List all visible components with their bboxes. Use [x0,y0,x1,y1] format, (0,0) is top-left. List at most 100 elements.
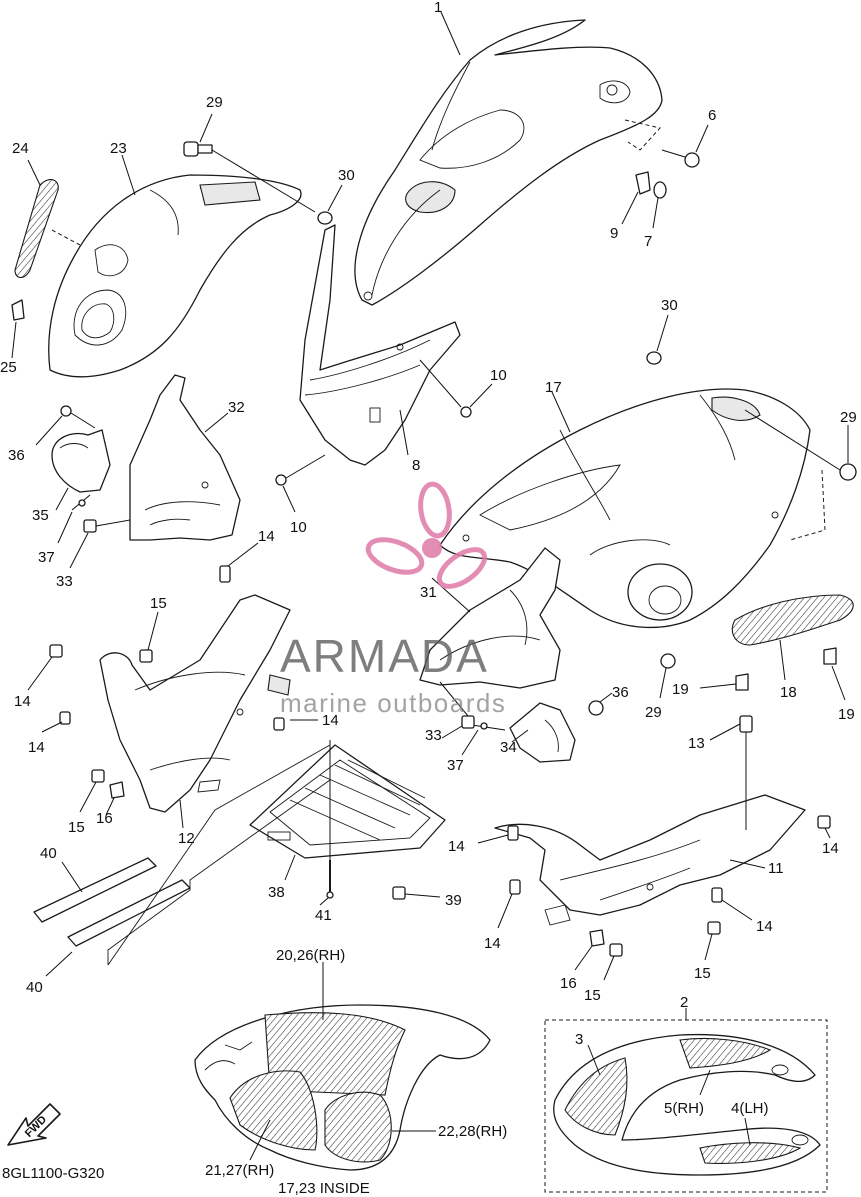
inside-note: 17,23 INSIDE [278,1180,370,1197]
label-33-left: 33 [56,573,73,590]
label-14-a: 14 [258,528,275,545]
part-12-left-lower-panel [99,594,291,813]
label-15-b: 15 [68,819,85,836]
label-11: 11 [768,860,784,877]
label-36-left: 36 [8,447,25,464]
label-19-b: 19 [838,706,855,723]
label-5-rh: 5(RH) [664,1100,704,1117]
label-8: 8 [412,457,420,474]
label-14-h: 14 [756,918,773,935]
part-15-bolt-a [139,649,153,663]
part-29-bolt-mid [660,653,676,669]
part-19-clip-b [823,647,837,665]
label-36-right: 36 [612,684,629,701]
part-17-hull-body [439,388,826,628]
label-29-mid: 29 [645,704,662,721]
part-9-clip [635,171,651,195]
label-38: 38 [268,884,285,901]
label-24: 24 [12,140,29,157]
label-40-top: 40 [40,845,57,862]
label-16-a: 16 [96,810,113,827]
part-33-bolt-right [439,681,475,729]
label-21-27: 21,27(RH) [205,1162,274,1179]
label-14-c: 14 [28,739,45,756]
part-14-screw-f [507,825,519,841]
part-30-washer-right [646,351,662,365]
label-33-right: 33 [425,727,442,744]
part-19-clip-a [735,673,749,691]
label-14-g: 14 [484,935,501,952]
part-33-bolt-left [83,519,131,533]
label-15-c: 15 [694,965,711,982]
part-31-duct-bracket [419,547,561,689]
part-36-bolt-left [60,405,96,429]
label-3: 3 [575,1031,583,1048]
label-19-a: 19 [672,681,689,698]
part-36-bolt-right [588,700,604,716]
label-39: 39 [445,892,462,909]
insulation-assembly [194,1004,491,1171]
label-20-26: 20,26(RH) [276,947,345,964]
part-14-screw-g [509,879,521,895]
label-30-top: 30 [338,167,355,184]
part-11-right-lower-panel [494,794,806,926]
part-41-pin [326,860,334,899]
part-6-nut [661,149,700,168]
part-8-front-bracket [299,224,461,466]
label-34: 34 [500,739,517,756]
part-14-screw-b [49,644,63,658]
part-29-bolt-top [183,141,316,213]
part-14-screw-a [219,565,231,583]
part-35-vent-cowl [51,429,111,493]
part-14-screw-h [711,887,723,903]
part-24-vent-grille [14,179,59,279]
label-2: 2 [680,994,688,1011]
label-7: 7 [644,233,652,250]
label-31: 31 [420,584,437,601]
propeller-logo-icon [365,481,488,589]
label-29-right: 29 [840,409,857,426]
label-29-top: 29 [206,94,223,111]
part-14-screw-e [817,815,831,829]
part-14-screw-d [273,717,285,731]
part-23-inner-housing [48,174,302,378]
part-38-floor-tray [249,744,446,859]
label-30-right: 30 [661,297,678,314]
part-7-washer [653,181,667,199]
part-10-screw-b [275,454,326,486]
label-37-right: 37 [447,757,464,774]
part-29-bolt-right [744,409,857,481]
label-10-b: 10 [290,519,307,536]
diagram-code: 8GL1100-G320 [2,1165,104,1182]
label-23: 23 [110,140,127,157]
label-1: 1 [434,0,442,16]
part-16-clip-a [109,781,125,799]
label-35: 35 [32,507,49,524]
label-16-b: 16 [560,975,577,992]
label-6: 6 [708,107,716,124]
label-15-a: 15 [150,595,167,612]
part-34-vent-cowl [509,702,576,763]
part-37-screw-right [471,722,506,731]
label-25: 25 [0,359,17,376]
watermark-brand: ARMADA [280,630,489,682]
label-9: 9 [610,225,618,242]
label-22-28: 22,28(RH) [438,1123,507,1140]
label-14-e: 14 [822,840,839,857]
label-4-lh: 4(LH) [731,1100,769,1117]
label-14-f: 14 [448,838,465,855]
label-40-bottom: 40 [26,979,43,996]
label-17: 17 [545,379,562,396]
label-12: 12 [178,830,195,847]
part-14-screw-c [59,711,71,725]
label-15-d: 15 [584,987,601,1004]
label-32: 32 [228,399,245,416]
label-10-a: 10 [490,367,507,384]
label-13: 13 [688,735,705,752]
label-14-b: 14 [14,693,31,710]
part-40-rail-upper [33,857,157,923]
label-14-d: 14 [322,712,339,729]
label-37-left: 37 [38,549,55,566]
